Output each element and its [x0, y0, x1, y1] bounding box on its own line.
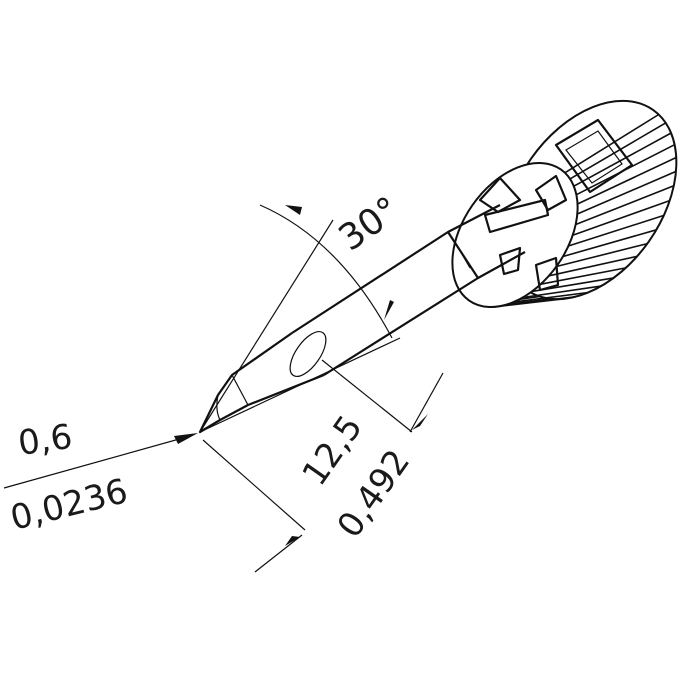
- knob-ridge: [576, 170, 677, 215]
- knob-ridge: [556, 242, 648, 268]
- knob-ridge: [569, 122, 667, 180]
- tip-width-mm-label: 0,6: [16, 417, 75, 464]
- knob-ridge: [572, 199, 670, 237]
- tip-width-in-label: 0,0236: [7, 471, 132, 539]
- knob-ridge: [573, 132, 672, 187]
- knob-ridge: [562, 229, 657, 258]
- knob-ridge: [513, 291, 589, 303]
- knob-ridge: [540, 267, 626, 285]
- knob-ridge: [575, 185, 675, 226]
- knob-ridge: [564, 113, 660, 174]
- knob-ridge: [548, 255, 638, 277]
- angle-dimension: [199, 204, 401, 433]
- length-dimension: [202, 359, 444, 573]
- knob-ridge: [577, 156, 677, 205]
- tip-width-leader: [3, 433, 198, 489]
- knurled-knob: [451, 99, 678, 309]
- knob-ridge: [568, 214, 665, 247]
- angle-label: 30°: [332, 189, 408, 259]
- knob-ridge: [522, 285, 602, 299]
